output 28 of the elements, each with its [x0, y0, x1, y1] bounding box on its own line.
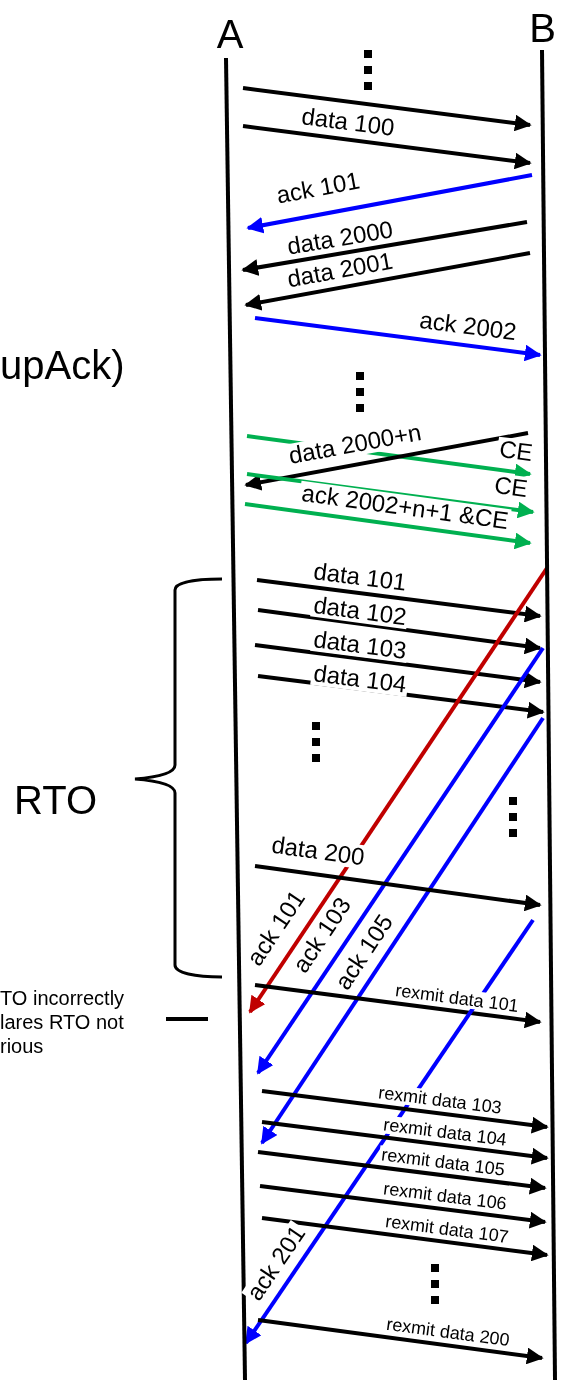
- message-arrow: [242, 124, 532, 170]
- message-arrow: [244, 251, 531, 311]
- message-arrow: [242, 86, 532, 132]
- participant-label: A: [215, 12, 245, 56]
- side-label: RTO: [14, 780, 97, 820]
- message-arrow: [261, 1216, 549, 1262]
- note-text: TO incorrectly lares RTO not rious: [0, 986, 126, 1058]
- message-arrow: [261, 1089, 549, 1134]
- leader-line: [166, 1017, 208, 1021]
- participant-label: B: [528, 6, 557, 50]
- message-arrow: [246, 472, 535, 519]
- side-label: upAck): [0, 345, 125, 385]
- message-arrow: [259, 1184, 547, 1229]
- message-arrow: [261, 1120, 549, 1165]
- message-arrow: [254, 864, 542, 912]
- message-arrow: [244, 918, 535, 1345]
- message-arrow: [260, 716, 545, 1145]
- message-arrow: [257, 1318, 544, 1365]
- message-arrow: [256, 578, 542, 623]
- message-arrow: [244, 431, 529, 491]
- message-arrow: [241, 220, 528, 276]
- message-arrow: [244, 502, 532, 550]
- message-arrow: [254, 983, 542, 1029]
- message-arrow: [254, 316, 542, 362]
- message-arrow: [246, 173, 533, 234]
- message-arrow: [257, 1150, 547, 1195]
- message-arrow: [256, 646, 545, 1075]
- message-arrow: [254, 643, 542, 689]
